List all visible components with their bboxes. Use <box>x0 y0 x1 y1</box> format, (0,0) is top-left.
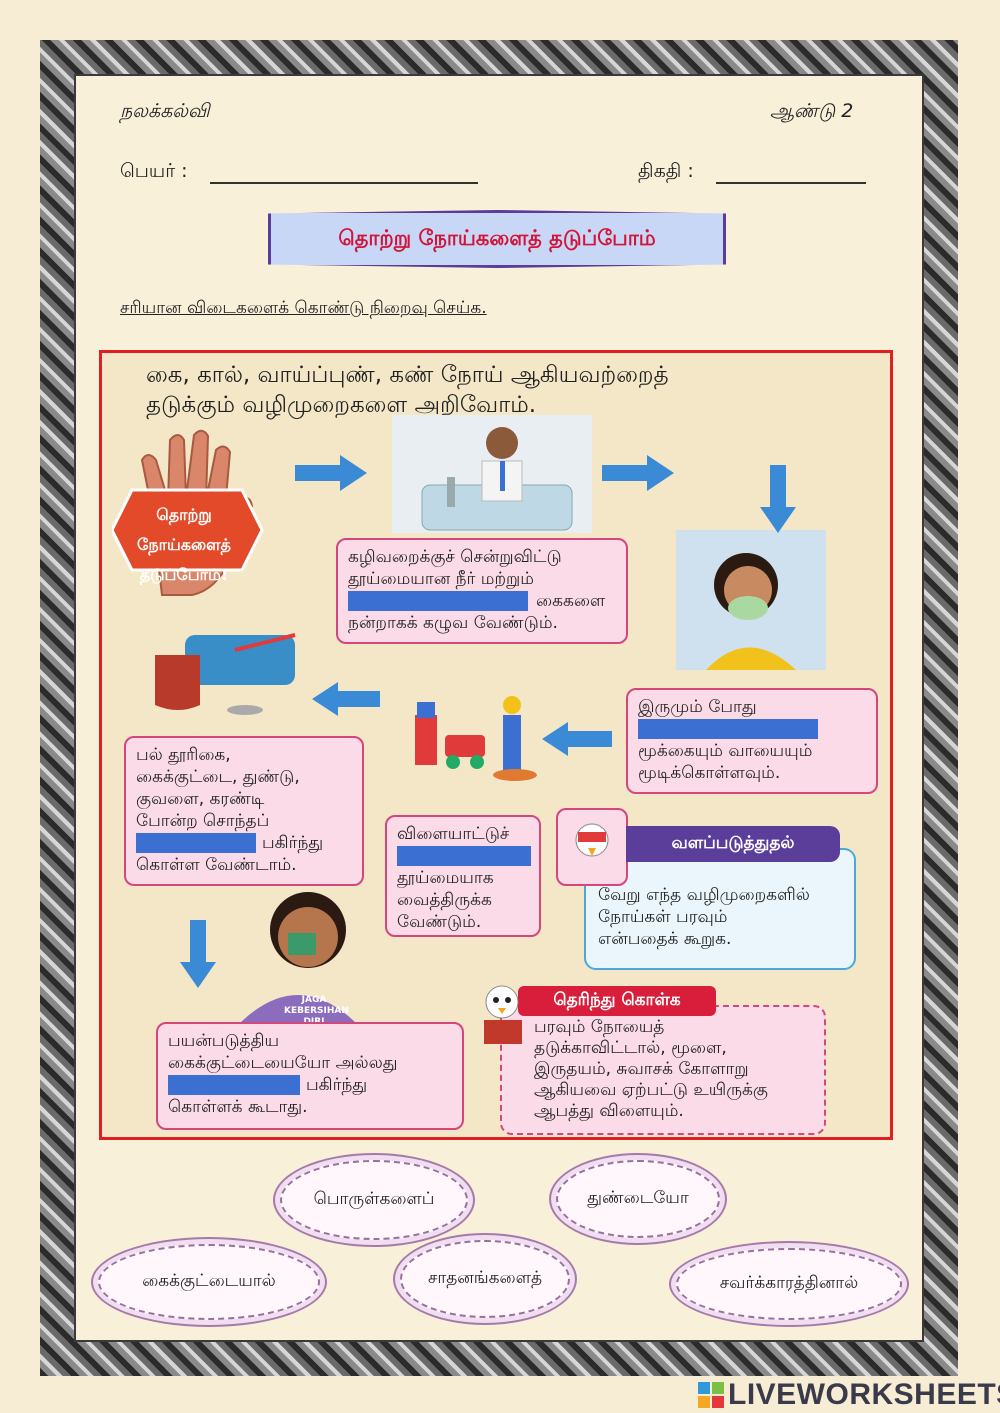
box2-line-3: மூக்கையும் வாயையும் <box>638 741 813 761</box>
box3-line-2: கைக்குட்டை, துண்டு, <box>136 767 300 787</box>
date-input-line[interactable] <box>716 182 866 184</box>
knowit-line-4: ஆகியவை ஏற்பட்டு உயிருக்கு <box>534 1080 768 1100</box>
box1-line-2: தூய்மையான நீர் மற்றும் <box>348 569 534 589</box>
enrich-line-3: என்பதைக் கூறுக. <box>598 929 732 949</box>
box5-line-1: பயன்படுத்திய <box>168 1031 280 1051</box>
knowit-line-5: ஆபத்து விளையும். <box>534 1101 684 1121</box>
enrichment-text: வேறு எந்த வழிமுறைகளில் நோய்கள் பரவும் என… <box>598 884 810 950</box>
intro-line-2: தடுக்கும் வழிமுறைகளை அறிவோம். <box>146 392 537 418</box>
arrow-right-icon <box>295 455 367 491</box>
answer-blank-3[interactable] <box>136 833 256 853</box>
badge-line-2: நோய்களைத் <box>137 535 231 554</box>
answer-option-label: துண்டையோ <box>587 1188 689 1208</box>
box5-line-4: கொள்ளக் கூடாது. <box>168 1097 308 1117</box>
box1-line-1: கழிவறைக்குச் சென்றுவிட்டு <box>348 547 562 567</box>
know-it-title: தெரிந்து கொள்க <box>518 986 716 1016</box>
box1-line-4: நன்றாகக் கழுவ வேண்டும். <box>348 613 558 633</box>
step-box-personal-items: பல் தூரிகை, கைக்குட்டை, துண்டு, குவளை, க… <box>124 736 364 886</box>
subject-label: நலக்கல்வி <box>120 100 210 122</box>
liveworksheets-logo[interactable]: LIVEWORKSHEETS <box>698 1378 1000 1412</box>
answer-blank-2[interactable] <box>638 719 818 739</box>
answer-blank-4[interactable] <box>397 846 531 866</box>
answer-blank-1[interactable] <box>348 591 528 611</box>
arrow-down-icon <box>760 465 796 533</box>
box4-line-3: தூய்மையாக <box>397 868 494 888</box>
box2-line-4: மூடிக்கொள்ளவும். <box>638 763 781 783</box>
knowit-line-1: பரவும் நோயைத் <box>534 1017 665 1037</box>
date-label: திகதி : <box>638 160 694 182</box>
logo-text: LIVEWORKSHEETS <box>728 1378 1000 1411</box>
box3-after-blank: பகிர்ந்து <box>262 833 324 853</box>
box5-line-2: கைக்குட்டையையோ அல்லது <box>168 1053 398 1073</box>
enrichment-title: வளப்படுத்துதல் <box>626 826 840 862</box>
knowit-line-2: தடுக்காவிட்டால், மூளை, <box>534 1038 727 1058</box>
handwashing-boy-illustration <box>392 415 592 533</box>
toys-illustration <box>415 696 537 781</box>
answer-option-cloud[interactable]: சவர்க்காரத்தினால் <box>676 1248 902 1320</box>
worksheet-title: தொற்று நோய்களைத் தடுப்போம் <box>268 210 726 268</box>
intro-line-1: கை, கால், வாய்ப்புண், கண் நோய் ஆகியவற்றை… <box>146 362 669 388</box>
arrow-right-icon <box>602 455 674 491</box>
enrich-line-2: நோய்கள் பரவும் <box>598 907 728 927</box>
know-it-text: பரவும் நோயைத் தடுக்காவிட்டால், மூளை, இரு… <box>534 1017 768 1122</box>
knowit-line-3: இருதயம், சுவாசக் கோளாறு <box>534 1059 749 1079</box>
arrow-left-icon <box>312 682 380 716</box>
step-box-handwashing: கழிவறைக்குச் சென்றுவிட்டு தூய்மையான நீர்… <box>336 538 628 644</box>
answer-option-label: சவர்க்காரத்தினால் <box>719 1273 859 1293</box>
step-box-handkerchief: பயன்படுத்திய கைக்குட்டையையோ அல்லது பகிர்… <box>156 1022 464 1130</box>
answer-option-label: சாதனங்களைத் <box>427 1268 543 1288</box>
box3-line-1: பல் தூரிகை, <box>136 745 231 765</box>
boy-coughing-illustration <box>238 892 358 1025</box>
toiletries-illustration <box>155 633 296 715</box>
answer-option-label: பொருள்களைப் <box>313 1189 435 1209</box>
owl-reading-icon <box>484 985 522 1044</box>
logo-squares-icon <box>698 1382 724 1408</box>
instruction: சரியான விடைகளைக் கொண்டு நிறைவு செய்க. <box>120 298 487 318</box>
answer-option-label: கைக்குட்டையால் <box>142 1271 276 1291</box>
answer-blank-5[interactable] <box>168 1075 300 1095</box>
step-box-toys: விளையாட்டுச் தூய்மையாக வைத்திருக்க வேண்ட… <box>385 815 541 937</box>
box1-after-blank: கைகளை <box>536 591 606 611</box>
year-label: ஆண்டு 2 <box>770 100 854 122</box>
box3-line-6: கொள்ள வேண்டாம். <box>136 855 297 875</box>
box5-after-blank: பகிர்ந்து <box>306 1075 368 1095</box>
badge-line-3: தடுப்போம்! <box>139 565 229 584</box>
box4-line-1: விளையாட்டுச் <box>397 824 510 844</box>
step-box-coughing: இருமும் போது மூக்கையும் வாயையும் மூடிக்க… <box>626 688 878 794</box>
name-input-line[interactable] <box>210 182 478 184</box>
stop-badge-text: தொற்று நோய்களைத் தடுப்போம்! <box>104 500 264 590</box>
arrow-down-icon <box>180 920 216 988</box>
title-text: தொற்று நோய்களைத் தடுப்போம் <box>338 225 656 250</box>
enrich-line-1: வேறு எந்த வழிமுறைகளில் <box>598 885 810 905</box>
arrow-left-icon <box>542 722 612 756</box>
box3-line-4: போன்ற சொந்தப் <box>136 811 270 831</box>
answer-option-cloud[interactable]: துண்டையோ <box>556 1160 720 1238</box>
box4-line-4: வைத்திருக்க <box>397 890 492 910</box>
answer-option-cloud[interactable]: பொருள்களைப் <box>280 1160 468 1240</box>
box4-line-5: வேண்டும். <box>397 912 482 932</box>
shirt-text-line-1: JAGA <box>301 995 327 1005</box>
bird-mascot-icon <box>556 808 628 886</box>
answer-option-cloud[interactable]: சாதனங்களைத் <box>400 1240 570 1318</box>
shirt-text-line-2: KEBERSIHAN <box>284 1006 349 1016</box>
sneezing-girl-illustration <box>676 530 826 670</box>
stop-hand-illustration <box>112 429 264 596</box>
answer-option-cloud[interactable]: கைக்குட்டையால் <box>98 1244 320 1320</box>
box2-line-1: இருமும் போது <box>638 697 757 717</box>
name-label: பெயர் : <box>120 160 188 182</box>
panel-intro: கை, கால், வாய்ப்புண், கண் நோய் ஆகியவற்றை… <box>146 360 669 420</box>
badge-line-1: தொற்று <box>156 505 212 524</box>
box3-line-3: குவளை, கரண்டி <box>136 789 265 809</box>
